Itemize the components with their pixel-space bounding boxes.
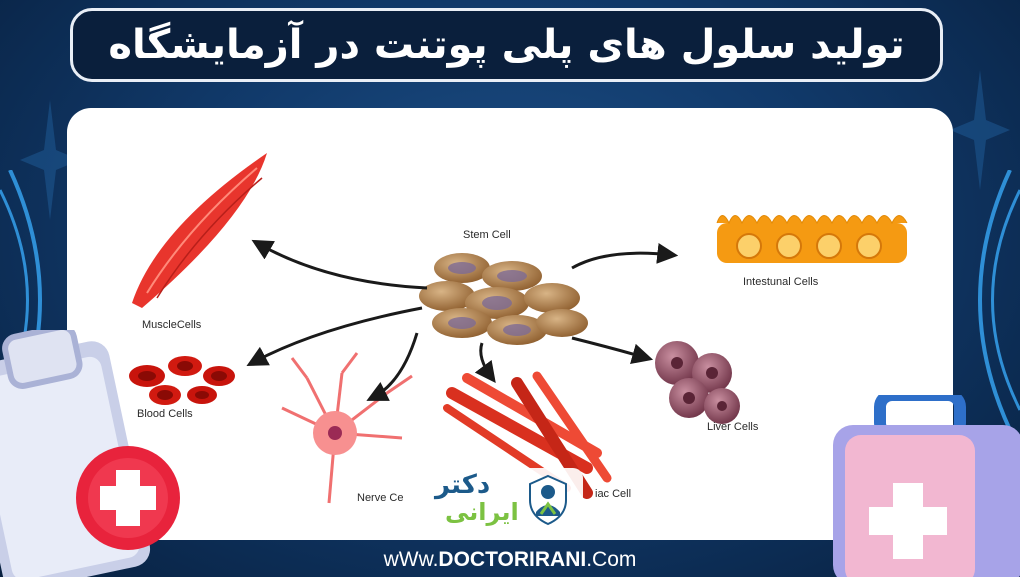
blood-cells-illustration bbox=[129, 356, 235, 405]
nerve-cell-illustration bbox=[281, 352, 413, 504]
muscle-cell-illustration bbox=[132, 153, 267, 308]
website-name: DOCTORIRANI bbox=[438, 548, 587, 571]
page-title: تولید سلول های پلی پوتنت در آزمایشگاه bbox=[108, 22, 905, 68]
logo-text-line1: دکتر bbox=[435, 470, 491, 500]
website-prefix: wWw. bbox=[383, 548, 439, 571]
label-nerve-cells: Nerve Ce bbox=[357, 492, 404, 504]
cardiac-cell-illustration bbox=[443, 371, 612, 499]
website-suffix: .Com bbox=[586, 548, 637, 571]
arrows bbox=[246, 239, 679, 401]
stem-cell-diagram bbox=[129, 153, 908, 504]
stem-cell-cluster bbox=[419, 253, 588, 345]
title-banner: تولید سلول های پلی پوتنت در آزمایشگاه bbox=[70, 8, 943, 82]
label-muscle-cells: MuscleCells bbox=[142, 319, 202, 331]
first-aid-kit-decoration bbox=[833, 395, 1020, 577]
label-stem-cell: Stem Cell bbox=[463, 229, 511, 241]
logo-text-line2: ایرانی bbox=[445, 498, 519, 526]
label-liver-cells: Liver Cells bbox=[707, 421, 759, 433]
website-url: wWw.DOCTORIRANI.Com bbox=[0, 548, 1020, 572]
intestinal-cells-illustration bbox=[716, 215, 908, 263]
medical-clipboard-decoration bbox=[0, 330, 180, 577]
curved-lines-right bbox=[978, 170, 1020, 430]
label-cardiac-cells: iac Cell bbox=[595, 488, 632, 500]
liver-cells-illustration bbox=[655, 341, 740, 424]
label-intestinal-cells: Intestunal Cells bbox=[743, 276, 819, 288]
sparkle-decoration-right bbox=[950, 70, 1010, 190]
label-blood-cells: Blood Cells bbox=[137, 408, 193, 420]
doctor-irani-logo: دکتر ایرانی bbox=[425, 466, 585, 532]
sparkle-decoration-left bbox=[20, 100, 80, 220]
logo-mark bbox=[427, 468, 583, 530]
